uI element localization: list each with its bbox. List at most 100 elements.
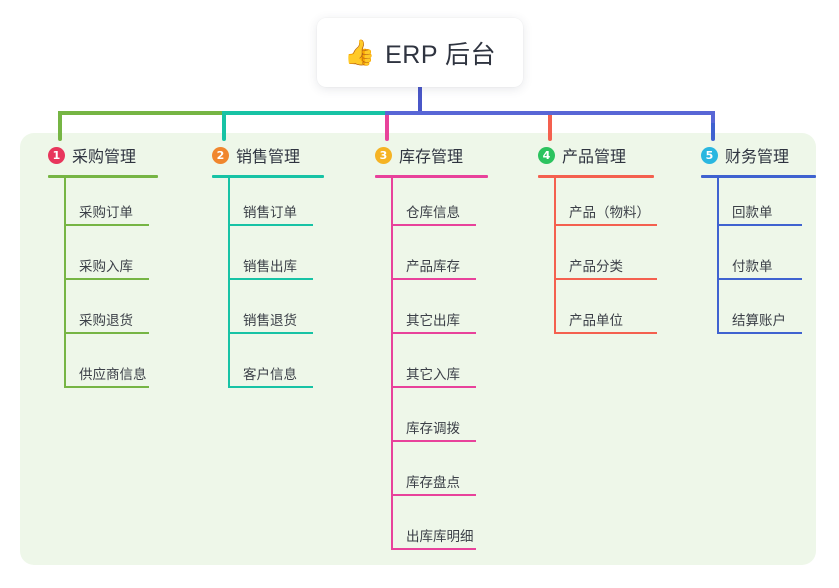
branch-item[interactable]: 客户信息 bbox=[200, 340, 348, 394]
branch-item-underline bbox=[64, 278, 149, 280]
branch-spine bbox=[64, 178, 66, 388]
branch-item-underline bbox=[391, 548, 476, 550]
branch-item-underline bbox=[717, 224, 802, 226]
branch-item[interactable]: 结算账户 bbox=[689, 286, 837, 340]
branch-item[interactable]: 仓库信息 bbox=[363, 178, 511, 232]
branch-underline bbox=[212, 175, 324, 178]
branch-item-label: 其它出库 bbox=[406, 313, 460, 328]
branch-item-label: 其它入库 bbox=[406, 367, 460, 382]
branch-item-underline bbox=[391, 440, 476, 442]
branch-item[interactable]: 销售退货 bbox=[200, 286, 348, 340]
branch-item-label: 仓库信息 bbox=[406, 205, 460, 220]
branch-item-list: 销售订单销售出库销售退货客户信息 bbox=[200, 178, 348, 394]
branch-column-产品管理: 4 产品管理产品（物料） 产品分类产品单位 bbox=[526, 141, 686, 340]
branch-item-underline bbox=[554, 278, 657, 280]
branch-item-label: 客户信息 bbox=[243, 367, 297, 382]
branch-item[interactable]: 产品单位 bbox=[526, 286, 686, 340]
thumbs-up-icon: 👍 bbox=[343, 38, 376, 67]
branch-item-underline bbox=[717, 332, 802, 334]
branch-item-label: 库存调拨 bbox=[406, 421, 460, 436]
branch-item-underline bbox=[391, 278, 476, 280]
branch-item-list: 采购订单采购入库采购退货供应商信息 bbox=[36, 178, 184, 394]
branch-item-label: 供应商信息 bbox=[79, 367, 147, 382]
branch-item[interactable]: 采购订单 bbox=[36, 178, 184, 232]
branch-item-underline bbox=[391, 224, 476, 226]
branch-column-财务管理: 5 财务管理回款单付款单结算账户 bbox=[689, 141, 837, 340]
branch-title: 产品管理 bbox=[562, 149, 627, 166]
root-node-erp-backend[interactable]: 👍 ERP 后台 bbox=[317, 18, 523, 87]
branch-item[interactable]: 回款单 bbox=[689, 178, 837, 232]
branch-item[interactable]: 采购退货 bbox=[36, 286, 184, 340]
branch-item-underline bbox=[391, 494, 476, 496]
branch-header-库存管理[interactable]: 3 库存管理 bbox=[363, 141, 511, 169]
branch-item-underline bbox=[228, 332, 313, 334]
branch-item-label: 产品库存 bbox=[406, 259, 460, 274]
branch-item-list: 回款单付款单结算账户 bbox=[689, 178, 837, 340]
branch-item-label: 销售订单 bbox=[243, 205, 297, 220]
content-panel bbox=[20, 133, 816, 565]
branch-header-财务管理[interactable]: 5 财务管理 bbox=[689, 141, 837, 169]
branch-header-采购管理[interactable]: 1 采购管理 bbox=[36, 141, 184, 169]
branch-item[interactable]: 库存调拨 bbox=[363, 394, 511, 448]
branch-number-badge: 5 bbox=[701, 146, 718, 164]
connector-drop-1 bbox=[58, 113, 62, 141]
branch-item-underline bbox=[228, 278, 313, 280]
branch-item[interactable]: 产品（物料） bbox=[526, 178, 686, 232]
branch-item-label: 采购入库 bbox=[79, 259, 133, 274]
branch-item[interactable]: 其它入库 bbox=[363, 340, 511, 394]
branch-item[interactable]: 销售出库 bbox=[200, 232, 348, 286]
branch-item-underline bbox=[228, 224, 313, 226]
branch-spine bbox=[228, 178, 230, 388]
connector-bus-segment-1 bbox=[58, 111, 222, 115]
branch-item-label: 销售出库 bbox=[243, 259, 297, 274]
branch-item[interactable]: 库存盘点 bbox=[363, 448, 511, 502]
branch-item-label: 销售退货 bbox=[243, 313, 297, 328]
branch-item-label: 库存盘点 bbox=[406, 475, 460, 490]
branch-number-badge: 3 bbox=[375, 146, 392, 164]
branch-column-库存管理: 3 库存管理仓库信息产品库存其它出库其它入库库存调拨库存盘点出库库明细 bbox=[363, 141, 511, 556]
connector-drop-4 bbox=[548, 113, 552, 141]
branch-item[interactable]: 其它出库 bbox=[363, 286, 511, 340]
branch-item[interactable]: 产品库存 bbox=[363, 232, 511, 286]
connector-bus-segment-3 bbox=[385, 111, 715, 115]
branch-item[interactable]: 采购入库 bbox=[36, 232, 184, 286]
branch-number-badge: 2 bbox=[212, 146, 229, 164]
branch-underline bbox=[701, 175, 816, 178]
branch-spine bbox=[391, 178, 393, 550]
branch-item[interactable]: 销售订单 bbox=[200, 178, 348, 232]
branch-column-采购管理: 1 采购管理采购订单采购入库采购退货供应商信息 bbox=[36, 141, 184, 394]
branch-item-underline bbox=[391, 332, 476, 334]
branch-title: 库存管理 bbox=[399, 149, 464, 166]
connector-bus-segment-2 bbox=[222, 111, 385, 115]
branch-spine bbox=[717, 178, 719, 334]
branch-item-label: 产品单位 bbox=[569, 313, 623, 328]
branch-header-产品管理[interactable]: 4 产品管理 bbox=[526, 141, 686, 169]
branch-title: 财务管理 bbox=[725, 149, 790, 166]
branch-item[interactable]: 供应商信息 bbox=[36, 340, 184, 394]
branch-item[interactable]: 出库库明细 bbox=[363, 502, 511, 556]
branch-title: 采购管理 bbox=[72, 149, 137, 166]
branch-item-label: 产品（物料） bbox=[569, 205, 650, 220]
branch-number-badge: 1 bbox=[48, 146, 65, 164]
branch-item-underline bbox=[554, 224, 657, 226]
connector-cap-left bbox=[58, 111, 62, 123]
branch-item-label: 付款单 bbox=[732, 259, 773, 274]
branch-item-underline bbox=[391, 386, 476, 388]
branch-item-list: 产品（物料） 产品分类产品单位 bbox=[526, 178, 686, 340]
branch-item[interactable]: 付款单 bbox=[689, 232, 837, 286]
branch-underline bbox=[375, 175, 488, 178]
branch-item[interactable]: 产品分类 bbox=[526, 232, 686, 286]
branch-item-underline bbox=[64, 386, 149, 388]
branch-item-label: 采购退货 bbox=[79, 313, 133, 328]
branch-underline bbox=[48, 175, 158, 178]
connector-drop-2 bbox=[222, 113, 226, 141]
branch-spine bbox=[554, 178, 556, 334]
branch-number-badge: 4 bbox=[538, 146, 555, 164]
branch-item-underline bbox=[228, 386, 313, 388]
branch-item-underline bbox=[64, 332, 149, 334]
branch-item-label: 出库库明细 bbox=[406, 529, 474, 544]
connector-stem bbox=[418, 87, 422, 113]
